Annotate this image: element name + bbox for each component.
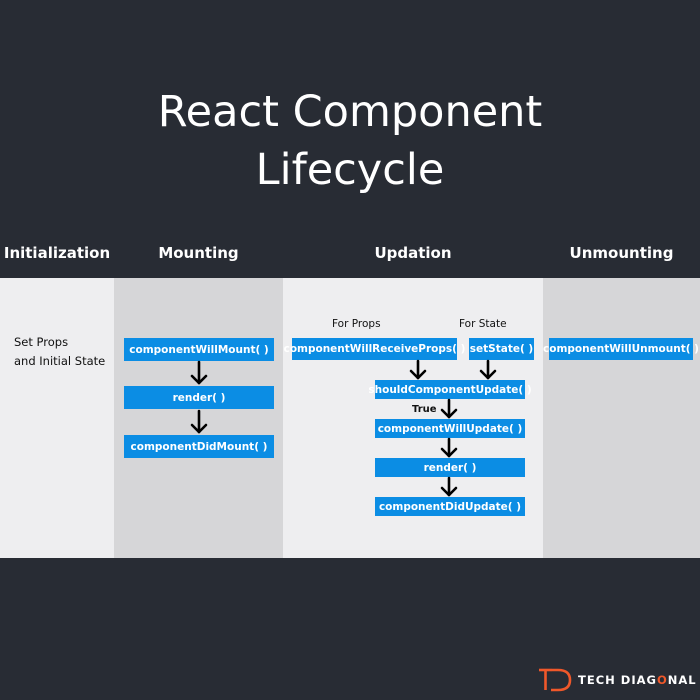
td-logo-icon	[539, 668, 572, 692]
mounting-panel	[114, 278, 283, 558]
component-will-mount-box: componentWillMount( )	[124, 338, 274, 361]
logo-text-accent: O	[656, 673, 668, 687]
should-component-update-box: shouldComponentUpdate( )	[368, 380, 532, 399]
component-will-update-box: componentWillUpdate( )	[375, 419, 525, 438]
phase-heading-updation: Updation	[374, 244, 452, 262]
true-label: True	[412, 404, 437, 415]
component-did-mount-box: componentDidMount( )	[124, 435, 274, 458]
for-state-label: For State	[459, 318, 507, 330]
title-line-2: Lifecycle	[255, 145, 445, 195]
mount-render-box: render( )	[124, 386, 274, 409]
phase-heading-mounting: Mounting	[158, 244, 239, 262]
component-did-update-box: componentDidUpdate( )	[375, 497, 525, 516]
initialization-panel	[0, 278, 114, 558]
logo-text: TECH DIAG	[578, 673, 657, 687]
init-line-1: Set Props	[14, 335, 69, 349]
diagram-title: React Component Lifecycle	[0, 83, 700, 199]
phase-heading-initialization: Initialization	[3, 244, 111, 262]
init-line-2: and Initial State	[14, 354, 106, 368]
title-line-1: React Component	[157, 87, 543, 137]
tech-diagonal-logo: TECH DIAGONAL	[538, 668, 697, 692]
unmounting-panel	[543, 278, 700, 558]
for-props-label: For Props	[332, 318, 381, 330]
logo-text-end: NAL	[667, 673, 697, 687]
component-will-receive-props-box: componentWillReceiveProps( )	[284, 338, 465, 360]
set-state-box: setState( )	[469, 338, 534, 360]
update-render-box: render( )	[375, 458, 525, 477]
phase-heading-unmounting: Unmounting	[569, 244, 674, 262]
initialization-text: Set Props and Initial State	[14, 333, 105, 371]
component-will-unmount-box: componentWillUnmount( )	[543, 338, 699, 360]
